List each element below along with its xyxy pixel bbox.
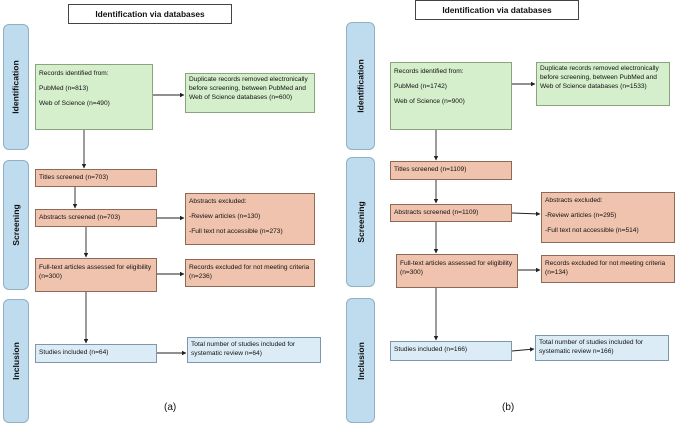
panel-a-abstracts-screened: Abstracts screened (n=703) [35, 209, 157, 227]
panel-a-records-title: Records identified from: [39, 70, 109, 77]
panel-b-abstracts-excluded-fulltext: -Full text not accessible (n=514) [545, 226, 639, 234]
panel-a-abstracts-excluded-fulltext: -Full text not accessible (n=273) [189, 227, 283, 235]
panel-b-stage-inclusion: Inclusion [346, 298, 375, 423]
panel-a-stage-inclusion: Inclusion [3, 299, 29, 423]
panel-a-fulltext-assessed: Full-text articles assessed for eligibil… [35, 258, 157, 292]
panel-a-stage-identification: Identification [3, 24, 29, 150]
panel-b-abstracts-excluded-title: Abstracts excluded: [545, 197, 603, 204]
panel-b-stage-screening: Screening [346, 157, 375, 287]
panel-b-records-wos: Web of Science (n=900) [394, 97, 465, 105]
panel-a-records-excluded: Records excluded for not meeting criteri… [185, 259, 315, 287]
panel-b-abstracts-excluded-reviews: -Review articles (n=295) [545, 211, 617, 219]
panel-a-total-included: Total number of studies included for sys… [187, 337, 321, 363]
panel-b-stage-identification: Identification [346, 22, 375, 150]
panel-a-records-identified: Records identified from: PubMed (n=813) … [35, 64, 153, 130]
panel-b-titles-screened: Titles screened (n=1109) [390, 161, 512, 180]
panel-b-header: Identification via databases [415, 0, 579, 20]
panel-a-studies-included: Studies included (n=64) [35, 344, 157, 363]
panel-b-caption: (b) [502, 402, 515, 413]
panel-b-fulltext-assessed: Full-text articles assessed for eligibil… [396, 254, 518, 288]
panel-a-titles-screened: Titles screened (n=703) [35, 169, 157, 187]
panel-b-arrow-included-to-total [511, 347, 535, 352]
panel-a-caption: (a) [164, 402, 177, 413]
panel-a-duplicates-removed: Duplicate records removed electronically… [185, 73, 315, 113]
panel-b-records-title: Records identified from: [394, 68, 464, 75]
panel-a-abstracts-excluded: Abstracts excluded: -Review articles (n=… [185, 193, 315, 245]
panel-a-records-wos: Web of Science (n=490) [39, 99, 110, 107]
panel-b-studies-included: Studies included (n=166) [390, 341, 512, 361]
panel-b-duplicates-removed: Duplicate records removed electronically… [536, 62, 670, 106]
panel-a-stage-screening: Screening [3, 160, 29, 290]
panel-b-abstracts-excluded: Abstracts excluded: -Review articles (n=… [541, 192, 675, 243]
panel-b-abstracts-screened: Abstracts screened (n=1109) [390, 204, 512, 222]
panel-a-records-pubmed: PubMed (n=813) [39, 84, 89, 92]
panel-a-abstracts-excluded-title: Abstracts excluded: [189, 198, 247, 205]
panel-a-abstracts-excluded-reviews: -Review articles (n=130) [189, 212, 261, 220]
panel-b-total-included: Total number of studies included for sys… [535, 335, 669, 361]
panel-a-header: Identification via databases [68, 4, 232, 24]
panel-b-records-excluded: Records excluded for not meeting criteri… [541, 255, 675, 283]
panel-b-records-pubmed: PubMed (n=1742) [394, 82, 447, 90]
panel-b-records-identified: Records identified from: PubMed (n=1742)… [390, 62, 512, 130]
panel-b-arrow-abstracts-to-excluded [511, 211, 541, 217]
